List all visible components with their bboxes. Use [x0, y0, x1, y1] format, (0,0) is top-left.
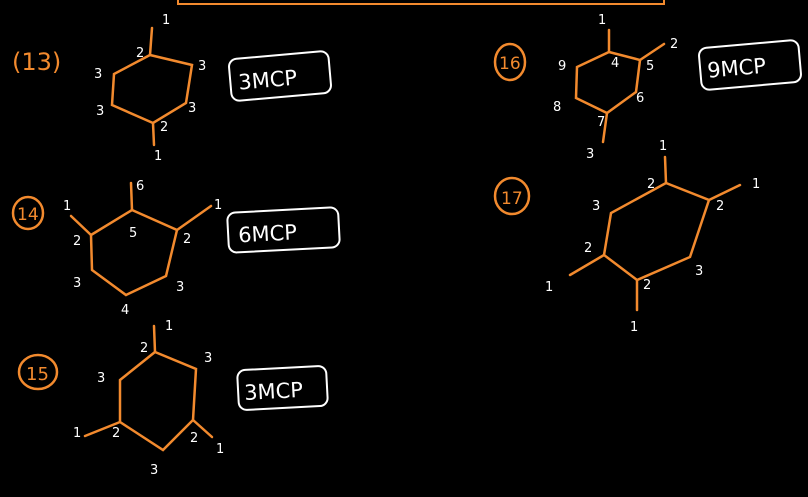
problem-17-labels: 1 2 1 3 2 2 3 1 2 1: [545, 139, 760, 335]
substituent-bond: [568, 253, 606, 277]
position-label: 5: [129, 226, 137, 241]
position-label: 3: [592, 199, 600, 214]
problem-15: 15 1 2 3 3 1 2 2 1 3 3MCP: [17, 319, 329, 478]
position-label: 2: [643, 278, 651, 293]
problem-15-answer-box: [236, 365, 329, 411]
substituent-bond: [191, 418, 214, 439]
ring-bonds: [118, 350, 198, 452]
position-label: 1: [630, 320, 638, 335]
position-label: 8: [553, 100, 561, 115]
substituent-bond: [601, 111, 609, 144]
problem-13-answer-box: [228, 50, 332, 102]
position-label: 2: [112, 426, 120, 441]
substituent-bond: [69, 214, 93, 237]
position-label: 2: [584, 241, 592, 256]
position-label: 1: [73, 426, 81, 441]
position-label: 2: [670, 37, 678, 52]
problem-14-circle: [11, 195, 45, 231]
problem-15-labels: 1 2 3 3 1 2 2 1 3: [73, 319, 224, 478]
problem-14: 14 6 1 1 2 5 2 3 3 4 6MCP: [11, 179, 341, 318]
problem-17-circle: [493, 176, 531, 216]
position-label: 2: [160, 120, 168, 135]
problem-16-number: 16: [499, 54, 521, 74]
problem-13-number: (13): [12, 48, 61, 76]
position-label: 1: [162, 13, 170, 28]
position-label: 2: [136, 46, 144, 61]
position-label: 2: [183, 232, 191, 247]
position-label: 4: [121, 303, 129, 318]
position-label: 3: [96, 104, 104, 119]
problem-16-circle: [493, 42, 527, 82]
problem-17-number: 17: [501, 189, 523, 209]
problem-13: (13) 1 2 3 3 3 3 2 1 3MCP: [12, 13, 332, 164]
position-label: 3: [97, 371, 105, 386]
substituent-bond: [148, 26, 154, 57]
position-label: 1: [216, 442, 224, 457]
position-label: 2: [190, 431, 198, 446]
substituent-bond: [663, 155, 668, 185]
problem-16-labels: 1 2 9 4 5 8 6 7 3: [553, 13, 678, 162]
position-label: 3: [150, 463, 158, 478]
substituent-bond: [638, 42, 666, 62]
position-label: 3: [94, 67, 102, 82]
position-label: 3: [204, 351, 212, 366]
problem-16: 16 1 2 9 4 5 8 6 7 3 9MCP: [493, 13, 802, 162]
problem-15-circle: [17, 353, 59, 391]
position-label: 2: [73, 234, 81, 249]
position-label: 3: [198, 59, 206, 74]
position-label: 3: [695, 264, 703, 279]
position-label: 1: [545, 280, 553, 295]
problem-13-answer: 3MCP: [237, 66, 298, 95]
position-label: 6: [636, 91, 644, 106]
substituent-bond: [152, 324, 157, 354]
problem-16-answer-box: [698, 39, 802, 91]
position-label: 3: [188, 101, 196, 116]
substituent-bond: [707, 183, 742, 202]
position-label: 2: [140, 341, 148, 356]
problem-16-answer: 9MCP: [706, 54, 767, 83]
problem-15-number: 15: [26, 364, 49, 385]
substituent-bond: [83, 420, 122, 438]
position-label: 3: [586, 147, 594, 162]
problem-14-number: 14: [17, 205, 39, 225]
position-label: 1: [752, 177, 760, 192]
problem-14-structure: [69, 181, 213, 297]
position-label: 4: [611, 56, 619, 71]
problem-13-labels: 1 2 3 3 3 3 2 1: [94, 13, 206, 164]
problem-17: 17 1 2 1 3 2 2 3 1 2 1: [493, 139, 760, 335]
position-label: 5: [646, 59, 654, 74]
problem-15-structure: [83, 324, 214, 452]
position-label: 3: [176, 280, 184, 295]
position-label: 3: [73, 276, 81, 291]
substituent-bond: [175, 204, 213, 232]
position-label: 2: [716, 199, 724, 214]
problem-14-answer: 6MCP: [238, 220, 298, 247]
position-label: 1: [165, 319, 173, 334]
problem-14-answer-box: [226, 206, 341, 254]
position-label: 9: [558, 59, 566, 74]
problem-16-structure: [574, 28, 666, 144]
position-label: 1: [154, 149, 162, 164]
top-box-fragment: [177, 0, 665, 5]
problem-13-structure: [110, 26, 194, 147]
position-label: 6: [136, 179, 144, 194]
position-label: 1: [659, 139, 667, 154]
position-label: 1: [598, 13, 606, 28]
position-label: 1: [63, 199, 71, 214]
problem-17-structure: [568, 155, 742, 312]
position-label: 1: [214, 198, 222, 213]
position-label: 2: [647, 177, 655, 192]
problem-15-answer: 3MCP: [244, 378, 304, 405]
substituent-bond: [151, 121, 156, 147]
substituent-bond: [129, 181, 134, 212]
position-label: 7: [597, 115, 605, 130]
problem-14-labels: 6 1 1 2 5 2 3 3 4: [63, 179, 222, 318]
